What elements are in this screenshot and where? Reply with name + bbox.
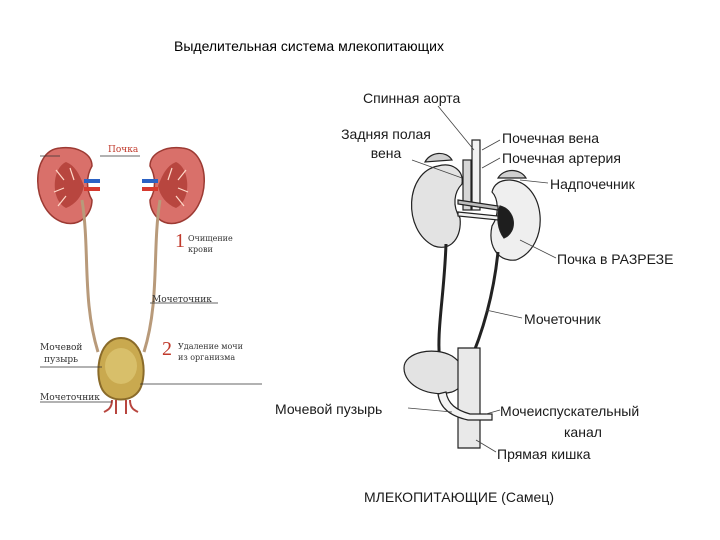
posterior-vena-cava <box>462 159 472 211</box>
renal-vessels-left <box>84 179 100 191</box>
adrenal-gland-left <box>423 152 454 163</box>
bladder-label-line2: пузырь <box>44 355 79 365</box>
dorsal-aorta <box>471 139 481 211</box>
left-kidney <box>37 146 93 225</box>
label-ureter: Мочеточник <box>524 311 601 327</box>
right-fig-rectum <box>457 347 481 449</box>
right-fig-kidney-section <box>490 179 541 261</box>
urethra-label-left: Мочеточник <box>40 393 100 403</box>
label-renal-artery: Почечная артерия <box>502 150 621 166</box>
renal-vessels-right <box>142 179 158 191</box>
label-posterior-vena-line1: Задняя полая <box>341 126 431 142</box>
left-ureter <box>80 199 100 353</box>
right-fig-bladder <box>403 350 466 395</box>
label-urethra-line2: канал <box>564 424 602 440</box>
label-posterior-vena-line2: вена <box>370 145 402 161</box>
right-fig-ureter-left <box>437 243 448 367</box>
step-2-text-line2: из организма <box>178 353 236 362</box>
label-rectum: Прямая кишка <box>497 446 591 462</box>
step-1-number: 1 <box>175 230 185 252</box>
ureter-label-left: Мочеточник <box>152 295 212 305</box>
label-urethra-line1: Мочеиспускательный <box>500 403 640 419</box>
step-1-text-line1: Очищение <box>188 234 233 243</box>
page-title: Выделительная система млекопитающих <box>174 38 444 54</box>
step-2-text-line1: Удаление мочи <box>178 342 243 351</box>
step-1-text-line2: крови <box>188 245 213 254</box>
step-2-number: 2 <box>162 338 172 360</box>
bladder <box>97 336 145 414</box>
adrenal-gland-right <box>496 169 528 179</box>
right-fig-left-kidney <box>411 164 463 248</box>
right-kidney <box>149 146 205 225</box>
label-kidney-section: Почка в РАЗРЕЗЕ <box>557 251 674 267</box>
label-renal-vein: Почечная вена <box>502 130 600 146</box>
figure-caption: МЛЕКОПИТАЮЩИЕ (Самец) <box>364 489 554 505</box>
right-fig-urethra <box>437 391 493 421</box>
label-bladder: Мочевой пузырь <box>275 401 383 417</box>
bladder-label-line1: Мочевой <box>40 343 83 353</box>
kidney-label: Почка <box>108 145 139 155</box>
label-adrenal: Надпочечник <box>550 176 635 192</box>
label-dorsal-aorta: Спинная аорта <box>363 90 461 106</box>
right-ureter <box>142 199 162 353</box>
